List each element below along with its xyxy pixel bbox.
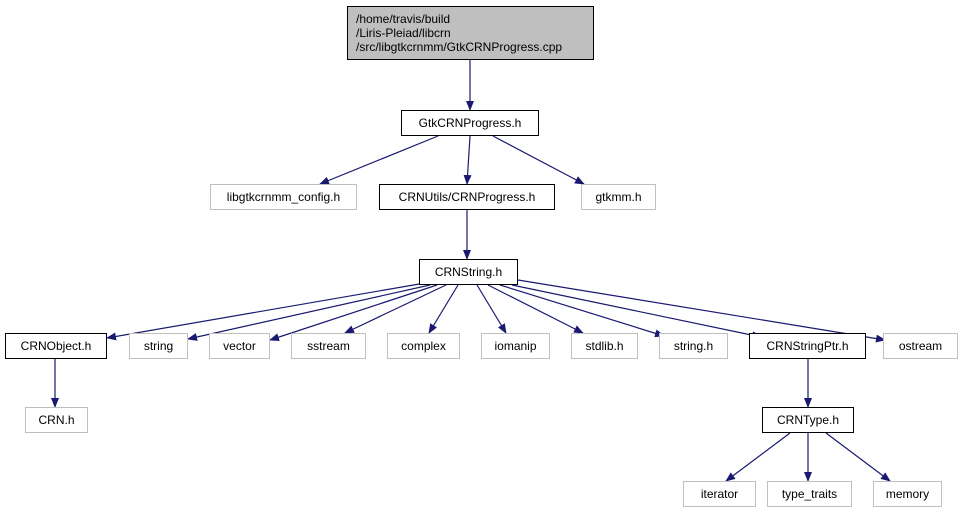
node-crnprogress-h[interactable]: CRNUtils/CRNProgress.h [379,184,555,210]
node-crntype-h[interactable]: CRNType.h [762,407,854,433]
root-path-line: /Liris-Pleiad/libcrn [356,26,451,40]
node-string: string [129,333,188,359]
edge-crnstring-to-crnobject [106,282,426,341]
node-crnobject-h[interactable]: CRNObject.h [5,333,107,359]
node-vector: vector [209,333,270,359]
edge-crnstring-to-complex [428,284,459,334]
edge-crnstring-to-iomanip [476,284,507,334]
node-gtkcrnprogress-h[interactable]: GtkCRNProgress.h [401,110,539,136]
edge-crnstring-to-stdlib [487,284,584,334]
node-gtkmm-h: gtkmm.h [581,184,656,210]
node-iomanip: iomanip [481,333,550,359]
node-stdlib-h: stdlib.h [571,333,638,359]
node-ostream: ostream [883,333,958,359]
edge-crnstring-to-string [187,284,431,341]
edge-crnstring-to-sstream [344,284,447,334]
node-crnstringptr-h[interactable]: CRNStringPtr.h [749,333,866,359]
node-string-h: string.h [659,333,728,359]
node-crnstring-h[interactable]: CRNString.h [419,259,518,285]
edge-crntype-to-iterator [725,432,791,482]
edge-crntype-to-memory [825,432,891,482]
edge-crnstring-to-string-h [499,284,665,338]
edge-gtkcrnprogress-to-gtkmm [492,135,585,185]
edge-gtkcrnprogress-to-crnprogress [463,135,472,185]
edge-crnstring-to-vector [269,284,438,341]
node-iterator: iterator [683,481,756,507]
edge-gtkcrnprogress-to-config [319,135,439,185]
node-libgtkcrnmm-config-h: libgtkcrnmm_config.h [210,184,357,210]
node-type-traits: type_traits [767,481,852,507]
edge-crnstring-to-ostream [517,279,886,343]
root-file-node: /home/travis/build /Liris-Pleiad/libcrn … [347,6,594,60]
node-complex: complex [387,333,460,359]
root-path-line: /src/libgtkcrnmm/GtkCRNProgress.cpp [356,40,563,54]
node-crn-h: CRN.h [25,407,88,433]
node-memory: memory [873,481,942,507]
edge-crnstring-to-crnstringptr [511,284,762,340]
node-sstream: sstream [291,333,366,359]
root-path-line: /home/travis/build [356,12,451,26]
